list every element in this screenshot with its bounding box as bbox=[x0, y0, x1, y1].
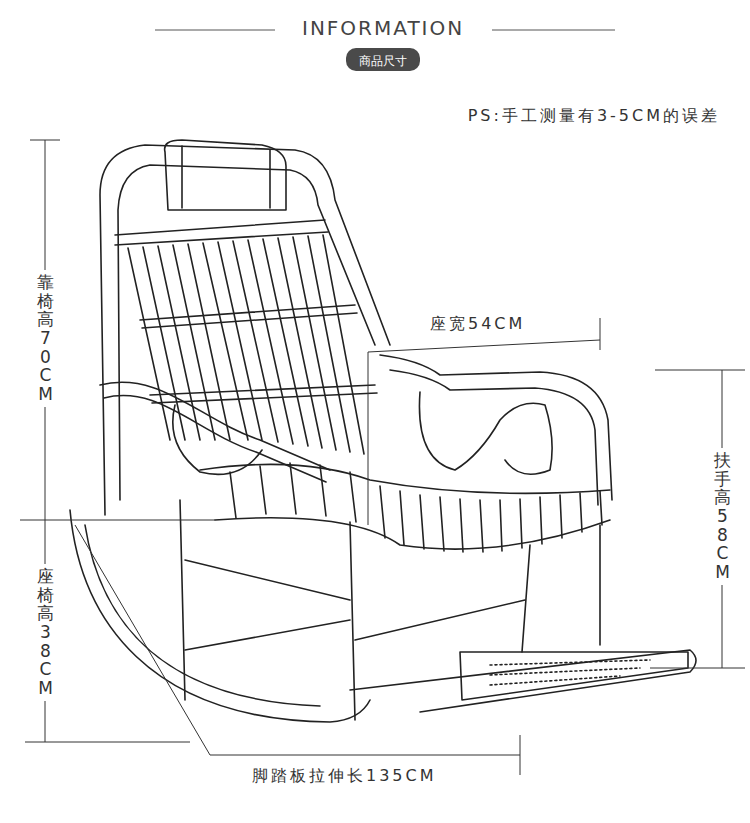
dimension-label: 脚踏板拉伸长135CM bbox=[250, 766, 439, 787]
note-text: PS:手工测量有3-5CM的误差 bbox=[466, 106, 722, 127]
dimension-lines bbox=[20, 140, 745, 775]
pill-text: 商品尺寸 bbox=[359, 54, 407, 69]
chair-drawing bbox=[70, 140, 696, 722]
page-title: INFORMATION bbox=[302, 16, 464, 40]
dimension-label: 扶手高58CM bbox=[714, 448, 731, 585]
section-pill: 商品尺寸 bbox=[346, 48, 420, 71]
dimension-label: 座椅高38CM bbox=[37, 564, 54, 701]
dimension-label: 座宽54CM bbox=[428, 314, 527, 335]
dimension-label: 靠椅高70CM bbox=[37, 270, 54, 407]
